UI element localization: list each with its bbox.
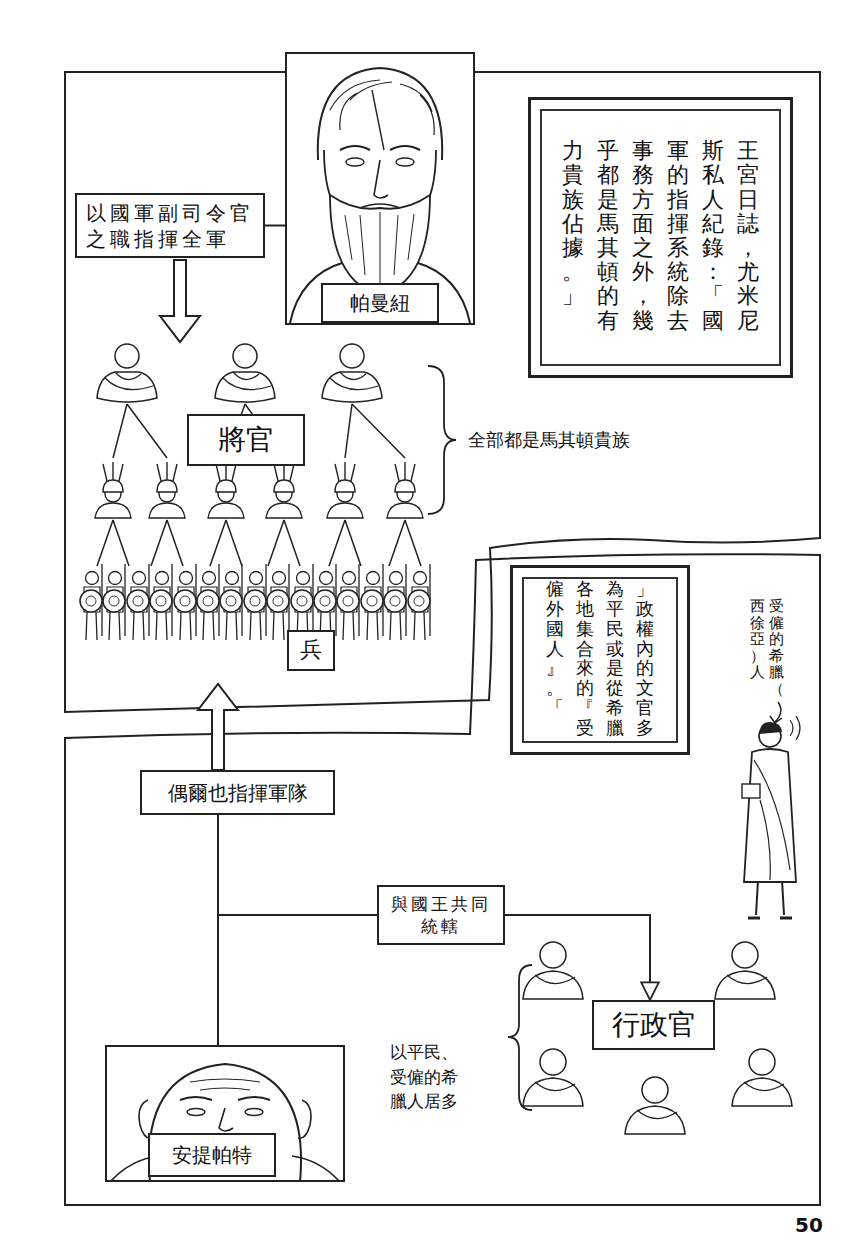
- hierarchy-line: [97, 404, 421, 566]
- soldier-figure: [103, 564, 125, 640]
- drawing-ellipse: [245, 1109, 263, 1116]
- drawing-rect: [287, 54, 473, 323]
- group-note-holder: 以平民、受僱的希臘人居多: [390, 1040, 460, 1114]
- drawing-path: [372, 90, 384, 150]
- drawing-ellipse: [187, 1109, 205, 1116]
- portrait-drawing: [287, 54, 473, 323]
- soldier-figure: [291, 564, 313, 640]
- bracket: [428, 366, 456, 514]
- drawing-path: [748, 917, 792, 920]
- hollow-arrow: [198, 684, 238, 770]
- box-label: 行政官: [612, 1007, 696, 1043]
- quote-text: 「政權內的文官多為平民或是從希臘各地集合來的『受僱外國人』。」: [546, 579, 654, 740]
- group-note-holder: 全部都是馬其頓貴族: [468, 428, 630, 451]
- group-note: 全部都是馬其頓貴族: [468, 428, 630, 451]
- figure-caption-holder: 受僱的希臘（西徐亞）人: [750, 598, 784, 700]
- drawing-path: [754, 760, 790, 880]
- drawing-path: [340, 146, 420, 150]
- general-figure: [215, 344, 275, 402]
- general-figure: [322, 344, 382, 402]
- figure-caption: 受僱的希臘（西徐亞）人: [750, 598, 784, 700]
- portrait-frame: 帕曼紐: [285, 52, 475, 325]
- drawing-ellipse: [396, 158, 414, 166]
- panel-border: [65, 554, 820, 1205]
- name-label: 帕曼紐: [321, 283, 439, 323]
- connector-line: [265, 225, 285, 227]
- soldier-figure: [337, 564, 359, 640]
- drawing-path: [330, 80, 434, 135]
- officer-figure: [95, 462, 131, 518]
- box-label: 將官: [218, 422, 274, 458]
- drawing-path: [759, 722, 782, 734]
- drawing-path: [744, 749, 796, 882]
- role-box: 以國軍副司令官之職指揮全軍: [75, 193, 265, 258]
- soldier-figure: [384, 564, 406, 640]
- page-number-holder: 50: [795, 1212, 823, 1238]
- soldier-figure: [127, 564, 149, 640]
- drawing-path: [756, 880, 784, 915]
- officer-figure: [327, 462, 363, 518]
- official-figure: [523, 942, 583, 999]
- connector-line: [218, 915, 377, 1045]
- portrait-frame: 安提帕特: [105, 1045, 345, 1182]
- greek-figure: [742, 716, 800, 918]
- role-box: 與國王共同統轄: [377, 885, 505, 945]
- group-note: 以平民、受僱的希臘人居多: [390, 1040, 460, 1114]
- quote-box: 「政權內的文官多為平民或是從希臘各地集合來的『受僱外國人』。」: [510, 565, 690, 755]
- box-label: 與國王共同統轄: [391, 893, 492, 937]
- drawing-path: [790, 716, 800, 740]
- soldier-figure: [244, 564, 266, 640]
- drawing-path: [318, 68, 442, 160]
- officer-figure: [387, 462, 423, 518]
- connector-line: [505, 915, 650, 1000]
- soldier-figure: [80, 564, 102, 640]
- page-number: 50: [795, 1212, 823, 1238]
- drawing-path: [345, 212, 414, 285]
- drawing-ellipse: [346, 158, 364, 166]
- hollow-arrow: [160, 260, 200, 342]
- quote-text: 王宮日誌，尤米尼斯私人紀錄：「國軍的指揮系統除去事務方面之外，幾乎都是馬其頓的有…: [562, 139, 759, 336]
- name-label: 安提帕特: [148, 1133, 276, 1177]
- drawing-path: [330, 195, 430, 295]
- soldier-figure: [220, 564, 242, 640]
- drawing-path: [180, 1097, 270, 1100]
- group-box: 行政官: [592, 1000, 715, 1050]
- role-box: 偶爾也指揮軍隊: [140, 770, 335, 815]
- soldier-figure: [267, 564, 289, 640]
- rank-box: 將官: [187, 414, 305, 466]
- official-figure: [732, 1049, 792, 1106]
- soldier-figure: [314, 564, 336, 640]
- officer-figure: [149, 462, 185, 518]
- box-label: 兵: [300, 636, 322, 665]
- rank-box: 兵: [287, 630, 335, 671]
- drawing-path: [149, 1064, 301, 1180]
- general-figure: [97, 344, 157, 402]
- box-label: 以國軍副司令官之職指揮全軍: [86, 200, 255, 252]
- officer-figure: [208, 462, 244, 518]
- officer-figure: [266, 462, 302, 518]
- soldier-figure: [197, 564, 219, 640]
- official-figure: [715, 942, 775, 999]
- official-figure: [523, 1049, 583, 1106]
- soldier-figure: [361, 564, 383, 640]
- drawing-rect: [742, 784, 760, 798]
- drawing-path: [374, 160, 388, 198]
- quote-box: 王宮日誌，尤米尼斯私人紀錄：「國軍的指揮系統除去事務方面之外，幾乎都是馬其頓的有…: [528, 97, 793, 378]
- soldier-figure: [150, 564, 172, 640]
- box-label: 偶爾也指揮軍隊: [168, 780, 308, 806]
- portrait-drawing: [107, 1047, 343, 1180]
- soldier-figure: [408, 564, 430, 640]
- drawing-path: [360, 204, 400, 208]
- caption-arrow: [770, 702, 782, 723]
- soldier-figure: [174, 564, 196, 640]
- official-figure: [625, 1077, 685, 1134]
- drawing-path: [219, 1108, 233, 1131]
- drawing-path: [190, 1079, 260, 1090]
